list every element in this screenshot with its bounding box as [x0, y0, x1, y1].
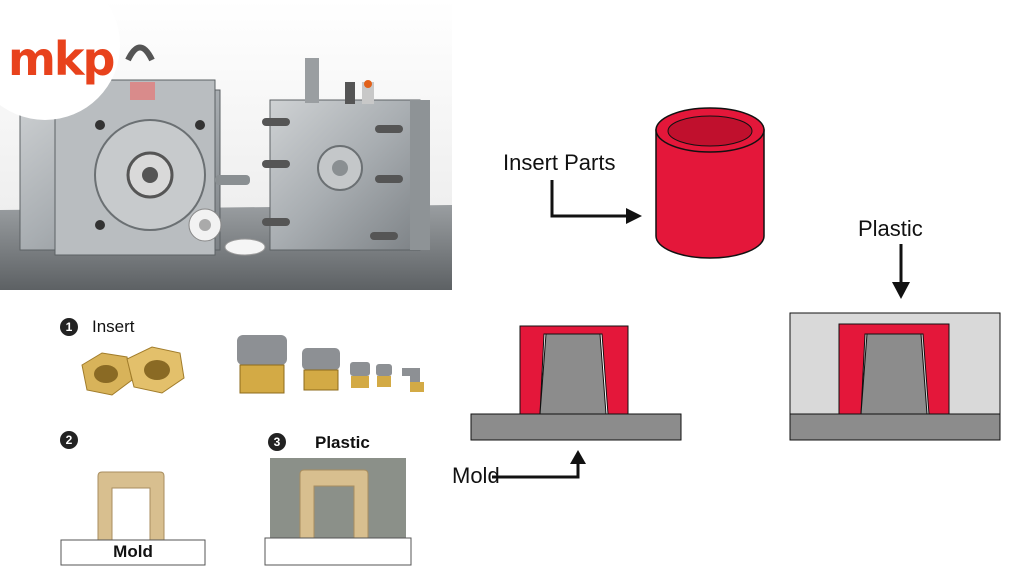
brass-nuts-image — [72, 345, 192, 410]
mold-with-insert-diagram — [470, 322, 682, 442]
step1-label: Insert — [92, 317, 135, 336]
brand-logo: mkp — [8, 32, 115, 86]
step2-diagram — [60, 462, 206, 566]
brass-fittings-image — [232, 330, 442, 405]
mold-arrow — [492, 450, 592, 490]
mold-photo — [0, 0, 452, 290]
insert-parts-label: Insert Parts — [503, 150, 616, 175]
step3-number-badge: 3 — [268, 433, 286, 451]
step2-mold-label: Mold — [113, 542, 153, 561]
step2-number-badge: 2 — [60, 431, 78, 449]
step3-diagram — [264, 458, 412, 566]
plastic-arrow — [890, 244, 912, 300]
step1-number-badge: 1 — [60, 318, 78, 336]
step3-label: Plastic — [315, 433, 370, 452]
insert-parts-arrow — [548, 178, 648, 228]
mold-label: Mold — [452, 463, 500, 488]
overmold-diagram — [789, 312, 1001, 442]
plastic-label: Plastic — [858, 216, 923, 241]
insert-cylinder — [650, 100, 770, 266]
